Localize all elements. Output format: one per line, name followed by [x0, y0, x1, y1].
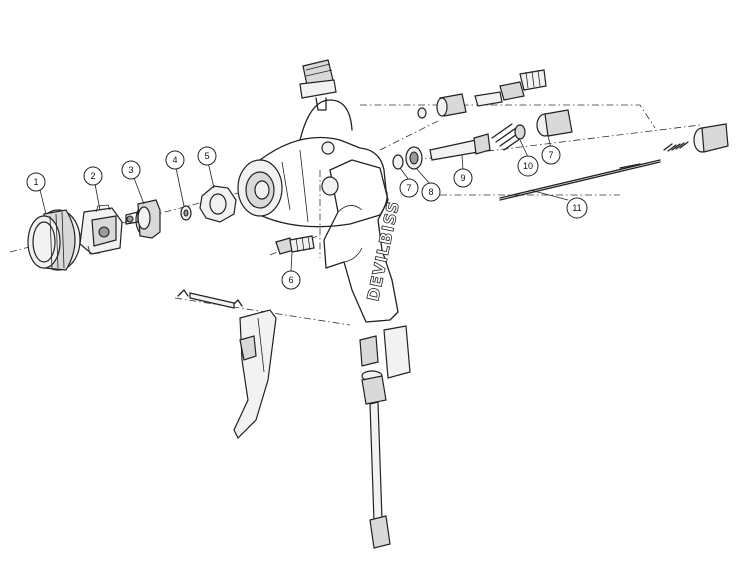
svg-text:10: 10: [523, 161, 533, 171]
callout-1: 1: [26, 172, 46, 192]
svg-text:4: 4: [172, 155, 177, 165]
svg-text:8: 8: [428, 187, 433, 197]
svg-text:7: 7: [548, 150, 553, 160]
part-5-baffle: [199, 185, 237, 223]
gun-handle: DEVILBISS: [321, 141, 404, 323]
callout-3: 3: [121, 160, 141, 180]
callout-7b: 7: [541, 145, 561, 165]
svg-text:2: 2: [90, 171, 95, 181]
callout-10: 10: [517, 155, 539, 177]
svg-text:3: 3: [128, 165, 133, 175]
gun-body-head: [237, 136, 388, 228]
part-4-seal: [180, 205, 192, 221]
callout-9: 9: [453, 168, 473, 188]
callout-11: 11: [566, 197, 588, 219]
svg-text:1: 1: [33, 177, 38, 187]
svg-text:11: 11: [572, 203, 581, 213]
part-1-retaining-ring: [27, 209, 81, 271]
svg-text:7: 7: [406, 183, 411, 193]
part-2-air-cap: [79, 204, 123, 255]
callout-5: 5: [197, 146, 217, 166]
svg-text:9: 9: [460, 173, 465, 183]
trigger: [177, 289, 277, 440]
callout-8: 8: [421, 182, 441, 202]
callout-6: 6: [281, 270, 301, 290]
callout-2: 2: [83, 166, 103, 186]
cup-connector: [299, 59, 353, 141]
air-inlet-assembly: [359, 325, 411, 549]
callout-4: 4: [165, 150, 185, 170]
part-3-fluid-tip: [125, 199, 161, 239]
brand-label: DEVILBISS: [363, 199, 403, 303]
svg-text:5: 5: [204, 151, 209, 161]
callout-7a: 7: [399, 178, 419, 198]
leader-lines: [39, 135, 569, 272]
part-6-side-stud: [275, 235, 315, 255]
rear-components: [392, 69, 729, 201]
svg-text:6: 6: [288, 275, 293, 285]
